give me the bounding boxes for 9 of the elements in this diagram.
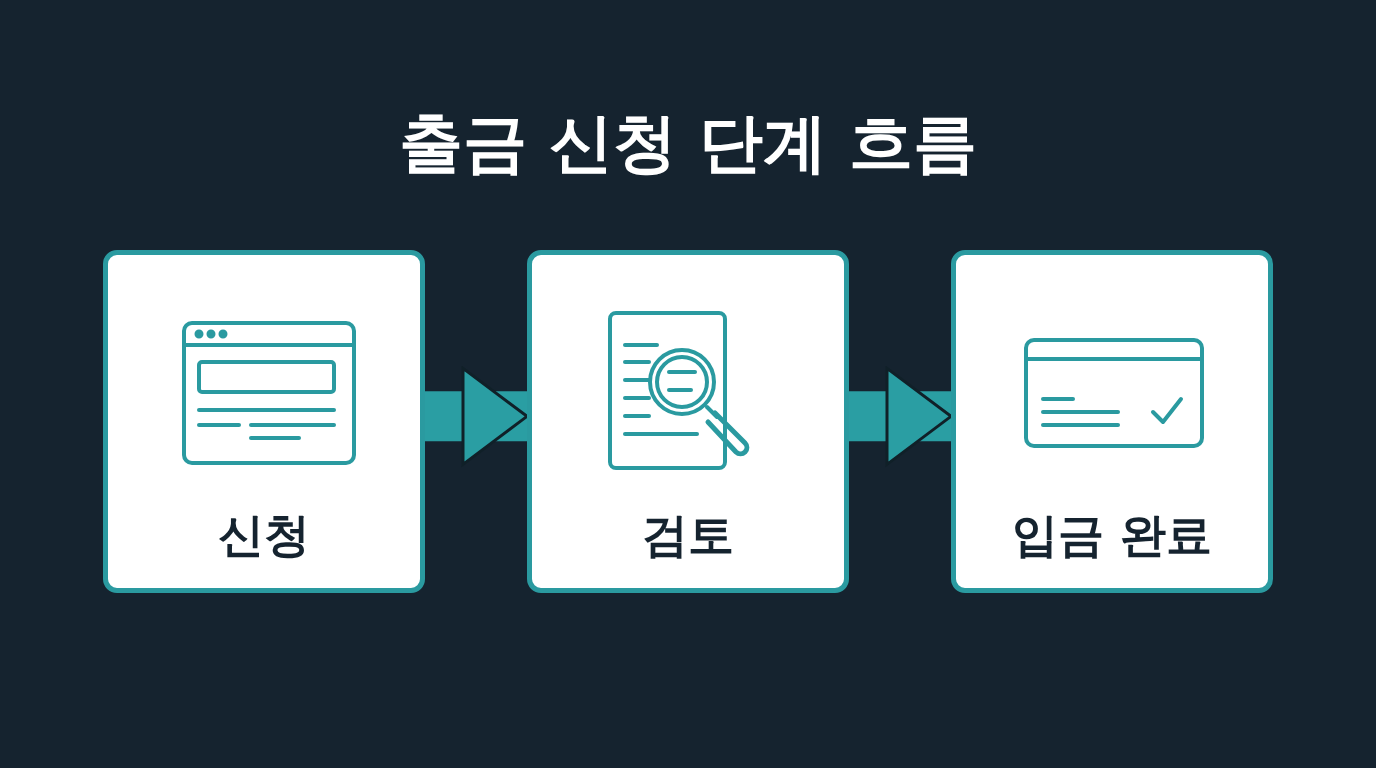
arrow <box>425 366 529 466</box>
step-box <box>103 250 425 593</box>
arrow <box>849 366 953 466</box>
step-label: 검토 <box>642 508 734 562</box>
step-label: 신청 <box>218 508 310 562</box>
step-box <box>951 250 1273 593</box>
step-box <box>527 250 849 593</box>
title: 출금 신청 단계 흐름 <box>398 106 978 180</box>
step-label: 입금 완료 <box>1012 508 1212 562</box>
